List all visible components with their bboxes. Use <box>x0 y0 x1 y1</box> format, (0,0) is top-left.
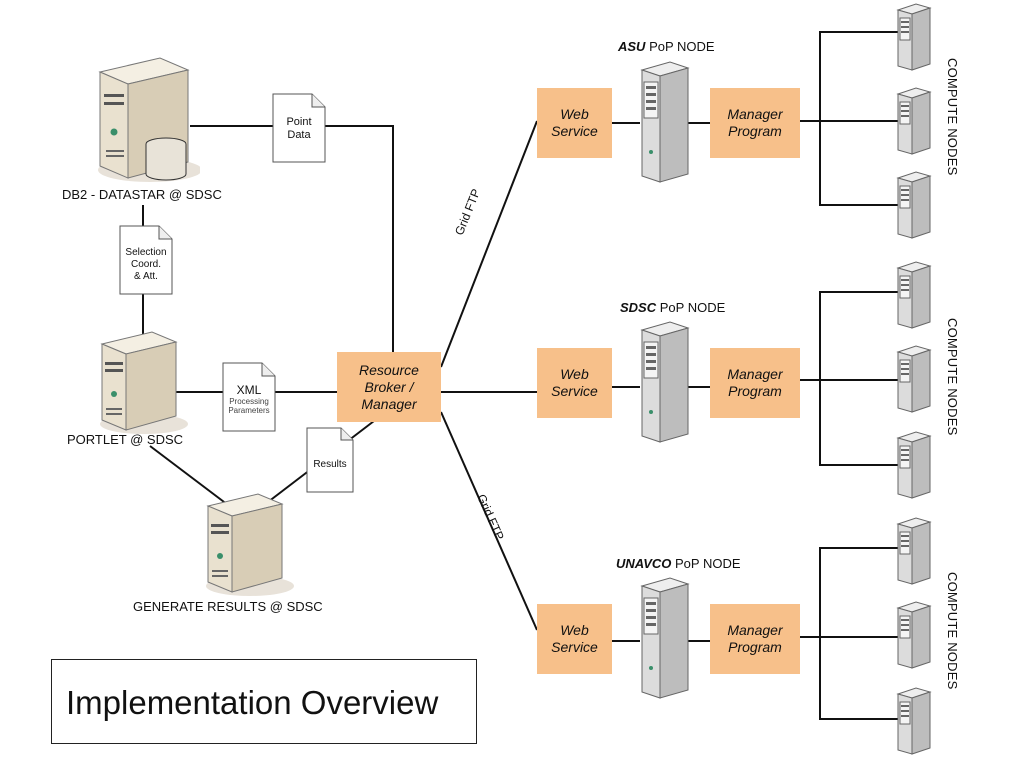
selection-document: Selection Coord. & Att. <box>119 225 173 295</box>
compute-node-icon <box>896 171 932 239</box>
sdsc-node-label: SDSC PoP NODE <box>620 300 725 315</box>
compute-node-icon <box>896 517 932 585</box>
generate-server-label: GENERATE RESULTS @ SDSC <box>133 599 323 614</box>
portlet-to-generate-line <box>149 445 233 509</box>
generate-server-icon <box>206 493 294 596</box>
diagram-title: Implementation Overview <box>66 684 439 721</box>
doc-line: Data <box>287 129 311 141</box>
title-box: Implementation Overview <box>51 659 477 744</box>
results-document: Results <box>306 427 354 493</box>
sdsc-pop-server-icon <box>640 321 690 443</box>
doc-line: Point <box>286 116 312 128</box>
db2-server-icon <box>98 57 200 182</box>
db2-to-broker-line <box>190 125 394 352</box>
broker-line: Resource <box>359 361 419 378</box>
box-line: Service <box>551 639 598 655</box>
asu-compute-label: COMPUTE NODES <box>945 58 960 176</box>
box-line: Program <box>728 383 782 399</box>
doc-line: & Att. <box>134 271 158 282</box>
asu-pop-server-icon <box>640 61 690 183</box>
node-suffix: PoP NODE <box>675 556 741 571</box>
broker-to-unavco-line <box>440 411 538 631</box>
box-line: Web <box>560 622 589 638</box>
doc-line: Parameters <box>228 406 270 415</box>
db2-server-label: DB2 - DATASTAR @ SDSC <box>62 187 222 202</box>
resource-broker-box: Resource Broker / Manager <box>337 352 441 422</box>
box-line: Manager <box>727 622 783 638</box>
doc-line: Selection <box>125 247 167 258</box>
compute-node-icon <box>896 601 932 669</box>
broker-line: Manager <box>361 395 417 412</box>
portlet-server-label: PORTLET @ SDSC <box>67 432 184 447</box>
portlet-server-icon <box>100 331 188 434</box>
box-line: Manager <box>727 366 783 382</box>
point-data-document: Point Data <box>272 93 326 163</box>
box-line: Manager <box>727 106 783 122</box>
box-line: Service <box>551 383 598 399</box>
box-line: Program <box>728 639 782 655</box>
compute-node-icon <box>896 687 932 755</box>
doc-line: XML <box>236 383 262 397</box>
box-line: Web <box>560 366 589 382</box>
unavco-node-label: UNAVCO PoP NODE <box>616 556 741 571</box>
node-name: ASU <box>618 39 646 54</box>
doc-line: Coord. <box>130 259 161 270</box>
unavco-pop-server-icon <box>640 577 690 699</box>
broker-line: Broker / <box>364 378 414 395</box>
asu-node-label: ASU PoP NODE <box>618 39 715 54</box>
node-name: UNAVCO <box>616 556 672 571</box>
xml-document: XML Processing Parameters <box>222 362 276 432</box>
node-name: SDSC <box>620 300 657 315</box>
unavco-compute-label: COMPUTE NODES <box>945 572 960 690</box>
sdsc-compute-label: COMPUTE NODES <box>945 318 960 436</box>
doc-line: Results <box>313 459 347 470</box>
box-line: Program <box>728 123 782 139</box>
node-suffix: PoP NODE <box>659 300 726 315</box>
compute-node-icon <box>896 261 932 329</box>
compute-node-icon <box>896 345 932 413</box>
broker-to-asu-line <box>440 120 538 368</box>
node-suffix: PoP NODE <box>649 39 715 54</box>
compute-node-icon <box>896 87 932 155</box>
box-line: Web <box>560 106 589 122</box>
box-line: Service <box>551 123 598 139</box>
compute-node-icon <box>896 3 932 71</box>
doc-line: Processing <box>229 397 269 406</box>
compute-node-icon <box>896 431 932 499</box>
